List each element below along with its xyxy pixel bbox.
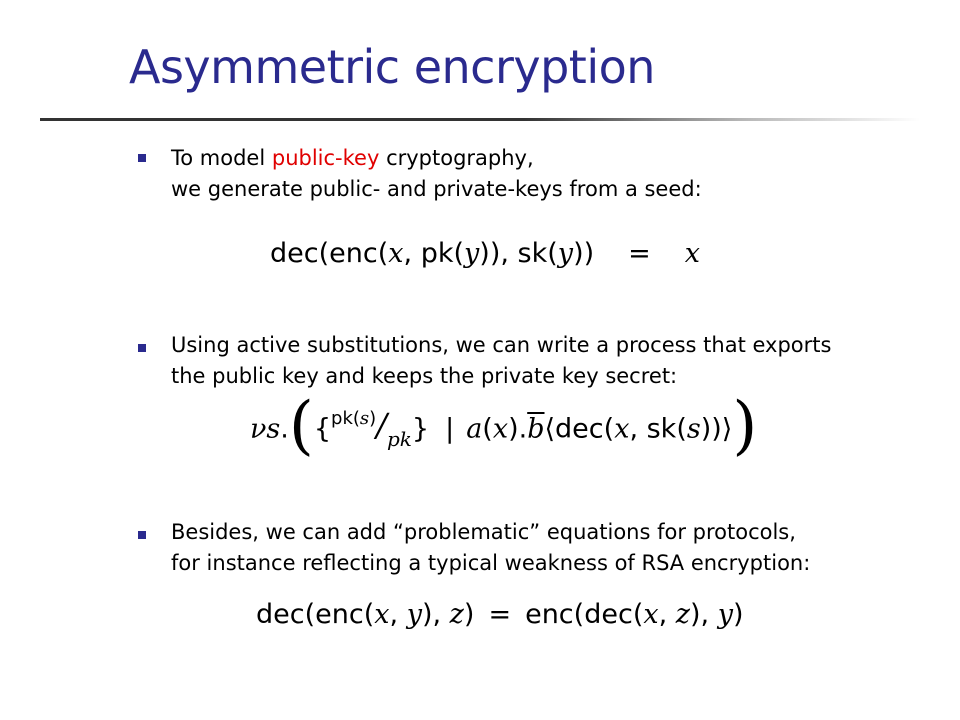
formula-decryption-equation: dec(enc(x, pk(y)), sk(y))=x: [270, 238, 700, 269]
f3-paren: (: [632, 599, 644, 630]
f3-paren: (: [363, 599, 375, 630]
f1-paren: (: [318, 238, 330, 269]
bullet-text-1: To model public-key cryptography, we gen…: [171, 143, 931, 205]
f3-comma: ,: [700, 599, 718, 630]
f2-num-close: ): [369, 407, 377, 429]
f2-dec: dec: [555, 413, 604, 445]
f3-paren: (: [573, 599, 585, 630]
f2-big-paren-left: (: [288, 389, 314, 463]
f3-comma: ,: [389, 599, 407, 630]
f2-dot: .: [280, 413, 289, 445]
slide-title: Asymmetric encryption: [129, 40, 655, 94]
formula-rsa-weakness: dec(enc(x, y), z)=enc(dec(x, z), y): [256, 599, 744, 630]
f2-paren: (: [603, 413, 615, 445]
bullet-3-line-1: Besides, we can add “problematic” equati…: [171, 520, 796, 544]
f2-sk: sk: [646, 413, 677, 445]
f1-paren: ): [489, 238, 501, 269]
bullet-1-line-1: To model public-key cryptography,: [171, 143, 931, 174]
f1-var-x: x: [388, 238, 404, 269]
f2-big-paren-right: ): [732, 389, 758, 463]
f2-angle-right: ⟩: [721, 413, 733, 445]
f2-angle-left: ⟨: [544, 413, 556, 445]
f2-paren: (: [482, 413, 493, 445]
f1-comma: ,: [500, 238, 518, 269]
f2-num-s: s: [359, 407, 370, 429]
f1-pk: pk: [420, 238, 454, 269]
f3-var-x: x: [374, 599, 390, 630]
f3-comma: ,: [432, 599, 450, 630]
bullet-1-text-post: cryptography,: [379, 146, 534, 170]
f3-var-z: z: [675, 599, 690, 630]
f3-dec: dec: [256, 599, 305, 630]
f3-var-x: x: [643, 599, 659, 630]
f1-var-y: y: [464, 238, 480, 269]
f3-enc: enc: [525, 599, 574, 630]
f2-substitution-denominator: pk: [386, 426, 412, 451]
f3-comma: ,: [658, 599, 676, 630]
f2-channel-b-bar: b: [527, 413, 545, 445]
f2-paren: (: [676, 413, 687, 445]
f1-paren: ): [583, 238, 595, 269]
f1-paren: (: [377, 238, 389, 269]
f2-slash: /: [376, 405, 387, 444]
bullet-marker-2: [138, 344, 146, 352]
f3-paren: ): [463, 599, 475, 630]
f2-nu: ν: [250, 413, 267, 445]
f1-paren: ): [479, 238, 490, 269]
f2-brace-right: }: [411, 413, 430, 445]
f2-channel-a: a: [466, 413, 483, 445]
f2-comma: ,: [629, 413, 647, 445]
f1-paren: ): [573, 238, 584, 269]
bullet-marker-1: [138, 154, 146, 162]
f2-substitution-numerator: pk(s): [331, 408, 376, 429]
f2-parallel-bar: |: [445, 413, 455, 445]
f2-paren-dot: ).: [508, 413, 528, 445]
f2-num-pk: pk(: [331, 407, 360, 429]
f3-paren: ): [732, 599, 744, 630]
bullet-3-line-2: for instance reflecting a typical weakne…: [171, 551, 811, 575]
f1-var-y: y: [557, 238, 574, 269]
bullet-text-3: Besides, we can add “problematic” equati…: [171, 517, 931, 579]
f2-var-s: s: [686, 413, 701, 445]
bullet-1-highlight: public-key: [271, 146, 380, 170]
f2-brace-left: {: [313, 413, 332, 445]
f3-paren: ): [421, 599, 433, 630]
f3-var-y: y: [406, 599, 422, 630]
f3-dec: dec: [584, 599, 633, 630]
f3-paren: (: [304, 599, 316, 630]
f1-dec: dec: [270, 238, 319, 269]
formula-process-definition: νs.({pk(s)/pk}|a(x).b⟨dec(x, sk(s))⟩): [250, 394, 757, 462]
bullet-2-line-2: the public key and keeps the private key…: [171, 364, 678, 388]
f2-var-s: s: [266, 413, 281, 445]
f2-paren: )): [700, 413, 722, 445]
f3-var-y: y: [717, 599, 733, 630]
f1-paren: (: [453, 238, 465, 269]
bullet-text-2: Using active substitutions, we can write…: [171, 330, 931, 392]
bullet-marker-3: [138, 531, 146, 539]
title-divider: [40, 118, 920, 121]
f1-enc: enc: [329, 238, 378, 269]
f2-var-x: x: [492, 413, 509, 445]
f1-paren: (: [547, 238, 558, 269]
f3-var-z: z: [449, 599, 464, 630]
bullet-1-text-pre: To model: [171, 146, 272, 170]
f3-enc: enc: [315, 599, 364, 630]
f2-var-x: x: [614, 413, 630, 445]
bullet-1-line-2: we generate public- and private-keys fro…: [171, 177, 702, 201]
f3-paren: ): [690, 599, 701, 630]
f1-rhs-x: x: [684, 238, 701, 269]
f3-equals: =: [488, 599, 512, 630]
bullet-2-line-1: Using active substitutions, we can write…: [171, 333, 832, 357]
f1-equals: =: [628, 238, 651, 269]
f1-sk: sk: [517, 238, 548, 269]
f1-comma: ,: [403, 238, 421, 269]
